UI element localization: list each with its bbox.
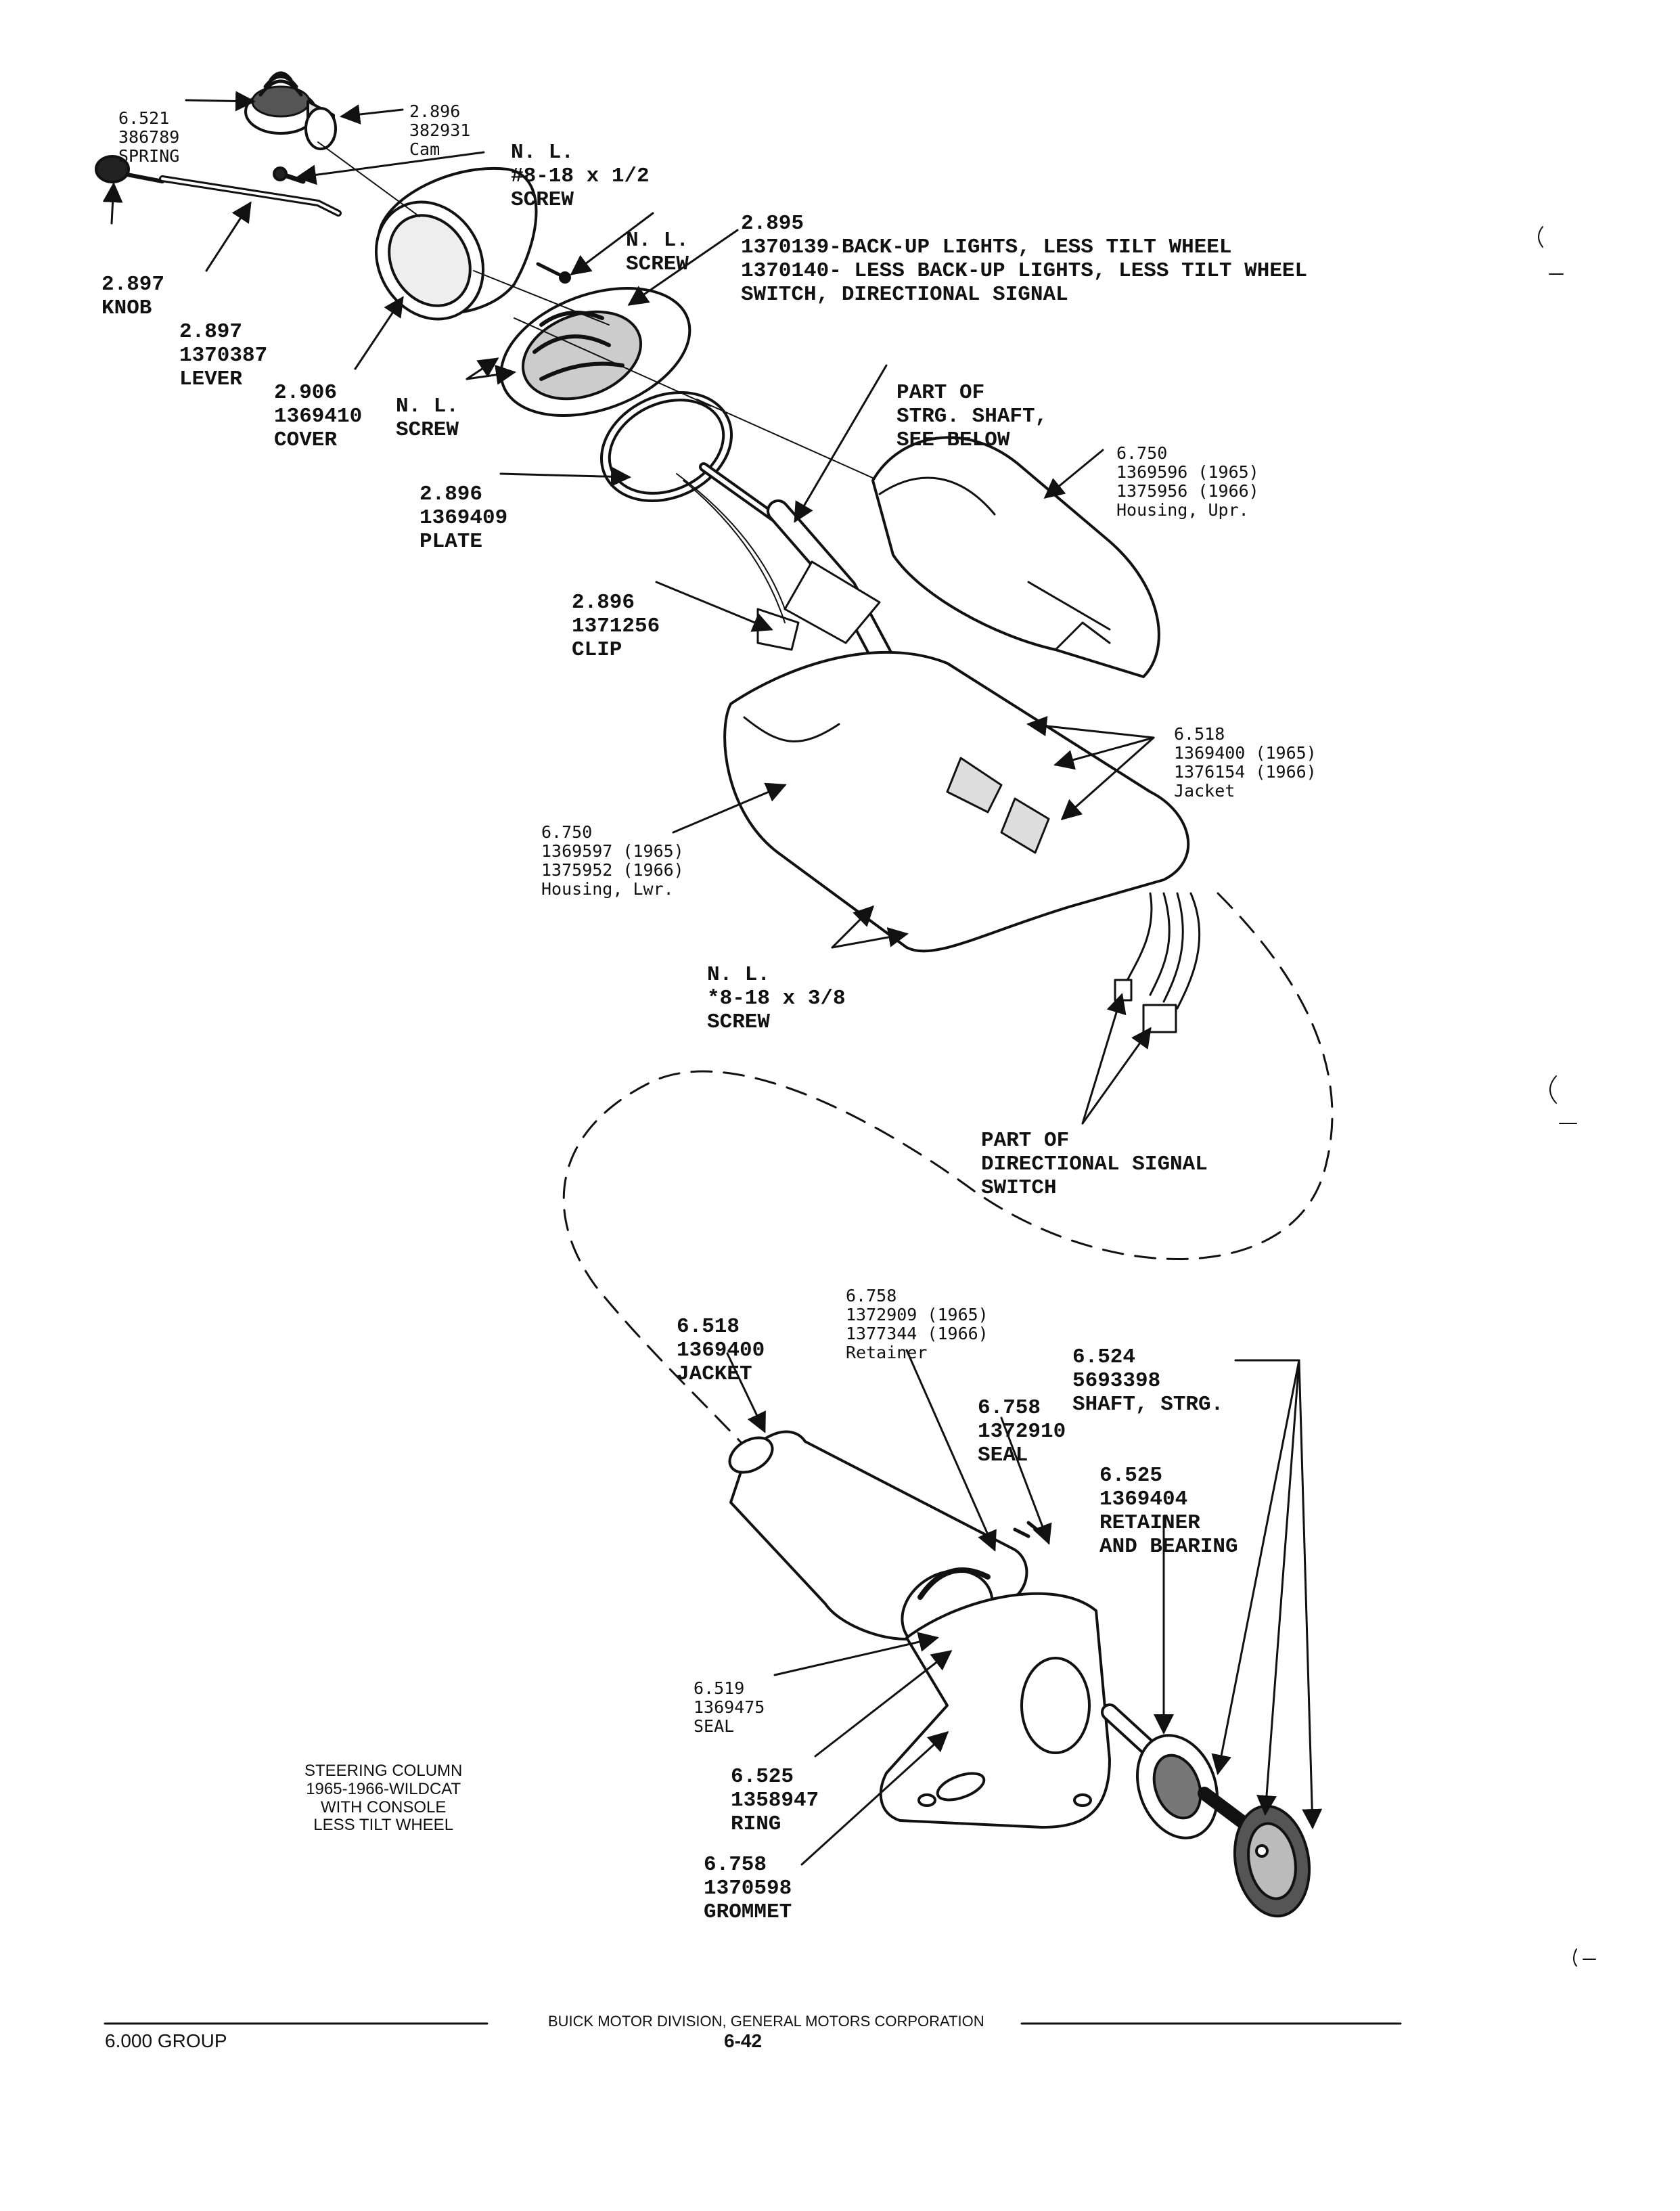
leader-lines (102, 91, 1323, 1866)
binder-marks (1538, 226, 1596, 1967)
footer-section: 6.000 GROUP (105, 2030, 227, 2051)
lower-shaft-and-bearing (1101, 1703, 1311, 1918)
dashed-connector-loop (562, 892, 1334, 1477)
cover-shape (374, 166, 538, 321)
knob-lever (95, 155, 342, 217)
footer-page-number: 6-42 (724, 2030, 763, 2051)
switch-wires (1114, 892, 1201, 1033)
spring-cam-assembly (244, 71, 337, 150)
footer-publisher: BUICK MOTOR DIVISION, GENERAL MOTORS COR… (548, 2013, 984, 2030)
callout-nl-screw-mid: N. L.SCREW (396, 395, 459, 443)
screw-half-inch (273, 166, 306, 184)
upper-housing-shape (871, 436, 1160, 678)
directional-switch-shape (499, 262, 691, 418)
callout-nl-screw-top: N. L.SCREW (626, 229, 689, 277)
